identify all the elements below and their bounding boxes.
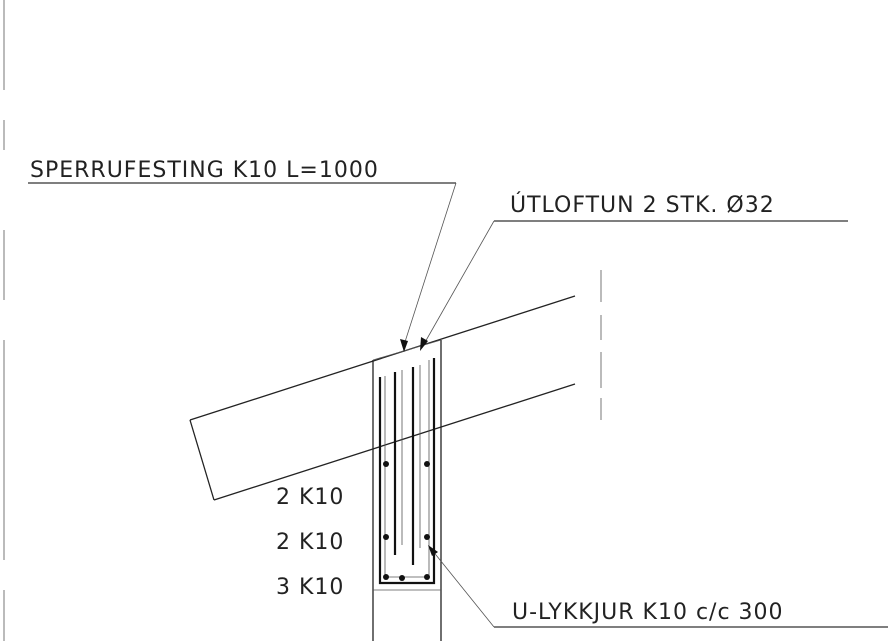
inclined-rafter <box>189 295 576 501</box>
rebar-dots <box>383 461 430 581</box>
concrete-column <box>372 339 442 641</box>
u-loop-stirrup <box>378 358 436 585</box>
label-utloftun: ÚTLOFTUN 2 STK. Ø32 <box>420 192 848 351</box>
label-bars-1: 2 K10 <box>276 485 344 510</box>
label-u-lykkjur-text: U-LYKKJUR K10 c/c 300 <box>512 600 784 625</box>
anchor-bars <box>393 365 421 565</box>
label-sperrufesting-text: SPERRUFESTING K10 L=1000 <box>30 158 379 183</box>
label-bars-2: 2 K10 <box>276 530 344 555</box>
label-utloftun-text: ÚTLOFTUN 2 STK. Ø32 <box>510 192 775 218</box>
label-sperrufesting: SPERRUFESTING K10 L=1000 <box>28 158 457 352</box>
label-bars-3: 3 K10 <box>276 575 344 600</box>
label-u-lykkjur: U-LYKKJUR K10 c/c 300 <box>428 545 888 628</box>
